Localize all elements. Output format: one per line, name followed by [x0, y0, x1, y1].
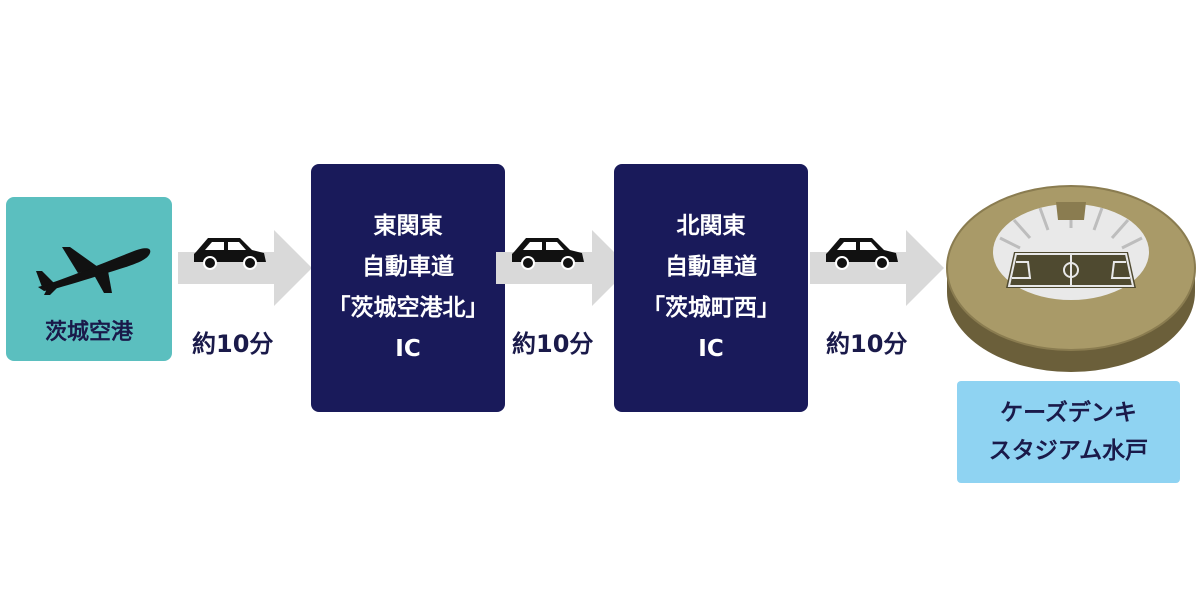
destination-line-1: ケーズデンキ [1000, 400, 1137, 426]
airplane-icon [36, 247, 151, 295]
airport-node: 茨城空港 [6, 197, 172, 361]
car-icon [194, 238, 266, 270]
leg-2-time: 約10分 [512, 330, 594, 358]
airport-name: 茨城空港 [44, 320, 133, 345]
leg-2 [496, 230, 630, 306]
interchange-2-line-1: 北関東 [676, 213, 746, 239]
destination-line-2: スタジアム水戸 [988, 438, 1149, 464]
leg-3 [810, 230, 944, 306]
interchange-1-line-2: 自動車道 [362, 254, 454, 280]
interchange-2-line-3: 「茨城町西」 [642, 295, 780, 321]
leg-1 [178, 230, 312, 306]
interchange-2-line-4: IC [698, 336, 724, 362]
leg-1-time: 約10分 [192, 330, 274, 358]
interchange-2: 北関東 自動車道 「茨城町西」 IC [614, 164, 808, 412]
stadium-icon [946, 185, 1196, 372]
car-icon [512, 238, 584, 270]
interchange-1: 東関東 自動車道 「茨城空港北」 IC [311, 164, 505, 412]
interchange-1-line-4: IC [395, 336, 421, 362]
interchange-1-line-1: 東関東 [373, 213, 443, 239]
leg-1-arrow [178, 230, 312, 306]
destination-node: ケーズデンキ スタジアム水戸 [957, 381, 1180, 483]
car-icon [826, 238, 898, 270]
interchange-2-line-2: 自動車道 [665, 254, 757, 280]
interchange-1-line-3: 「茨城空港北」 [327, 295, 489, 321]
leg-3-arrow [810, 230, 944, 306]
leg-3-time: 約10分 [826, 330, 908, 358]
leg-2-arrow [496, 230, 630, 306]
